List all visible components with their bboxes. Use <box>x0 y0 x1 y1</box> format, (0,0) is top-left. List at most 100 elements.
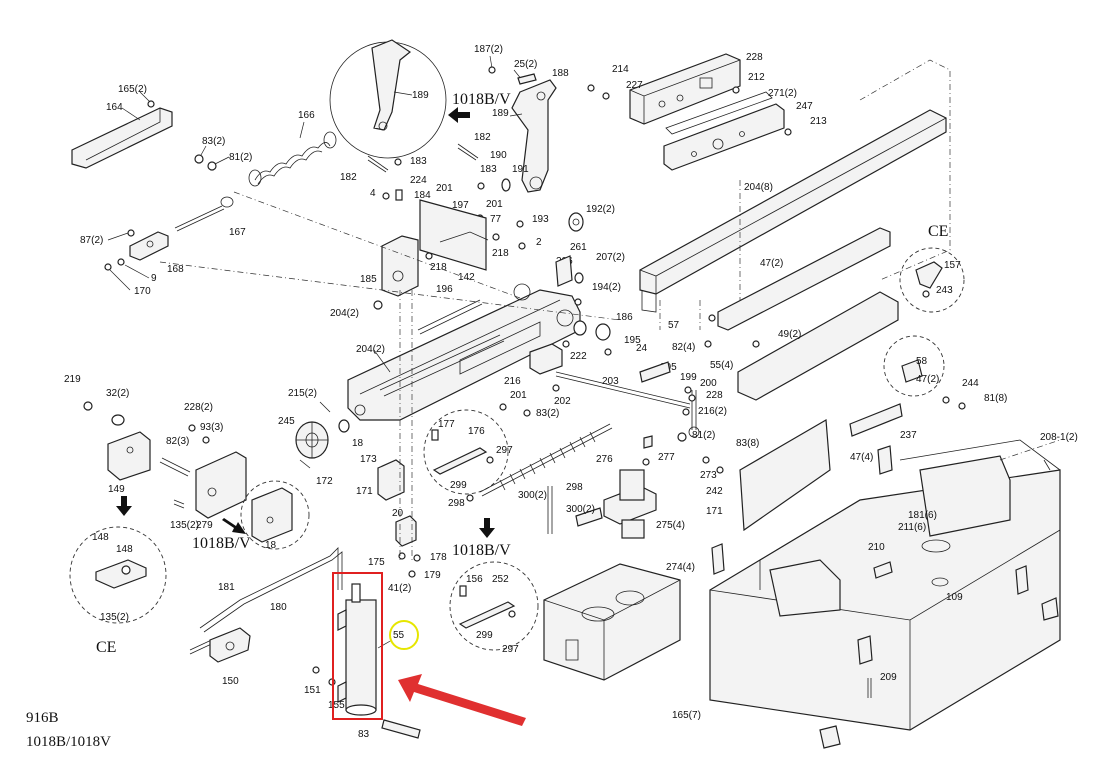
panel-213 <box>663 103 785 171</box>
model-line-2: 1018B/1018V <box>26 734 111 750</box>
callout-9: 9 <box>151 273 157 284</box>
callout-83-8: 81(8) <box>984 393 1007 404</box>
callout-300-2a: 297 <box>496 445 513 456</box>
callout-177: 173 <box>360 454 377 465</box>
variant-label-1018-top: 1018B/V <box>452 91 511 108</box>
callout-182b: 182 <box>474 132 491 143</box>
callout-58: 49(2) <box>778 329 801 340</box>
arrow-down-icon <box>116 496 132 516</box>
callout-273: 275(4) <box>656 520 685 531</box>
callout-93-3: 228(2) <box>184 402 213 413</box>
handwheel-172 <box>295 421 329 459</box>
callout-297a: 176 <box>468 426 485 437</box>
callout-299b: 156 <box>466 574 483 585</box>
callout-228-2: 32(2) <box>106 388 129 399</box>
callout-199: 203 <box>602 376 619 387</box>
callout-83: 155 <box>328 700 345 711</box>
rod-199 <box>555 371 691 409</box>
callout-82-3: 93(3) <box>200 422 223 433</box>
callout-218a: 218 <box>430 262 447 273</box>
callout-178: 20 <box>392 508 404 519</box>
callout-47-2a: 243 <box>936 285 953 296</box>
highlight-arrow-icon <box>398 674 526 726</box>
callout-204-2: 204(2) <box>330 308 359 319</box>
callout-247: 271(2) <box>768 88 797 99</box>
callout-192-2: 192(2) <box>586 204 615 215</box>
plate-197 <box>419 199 489 271</box>
bracket-205 <box>529 343 563 375</box>
foot-bracket-5 <box>1041 597 1059 621</box>
callout-276: 298 <box>566 482 583 493</box>
callout-219: 208-1(2) <box>1040 432 1078 443</box>
callout-271-2: 212 <box>748 72 765 83</box>
callout-188: 188 <box>552 68 569 79</box>
callout-149: 82(3) <box>166 436 189 447</box>
callout-201c: 216(2) <box>698 406 727 417</box>
callout-274-4: 277 <box>658 452 675 463</box>
callout-142: 142 <box>458 272 475 283</box>
bolt-277 <box>575 507 603 527</box>
model-line-1: 916B <box>26 710 59 726</box>
panel-210 <box>739 419 831 532</box>
base-cabinet-208 <box>709 439 1061 731</box>
pin-252 <box>381 719 421 739</box>
callout-41-2: 175 <box>368 557 385 568</box>
callout-150: 181 <box>218 582 235 593</box>
guard-cover-164 <box>71 100 173 169</box>
block-185 <box>381 235 419 297</box>
washer-group-83-81 <box>194 154 217 171</box>
callout-170: 170 <box>134 286 151 297</box>
leadscrew-175 <box>479 423 613 497</box>
strip-237 <box>849 403 903 437</box>
callout-261: 261 <box>570 242 587 253</box>
callout-216-2: 202 <box>554 396 571 407</box>
callout-20: 298 <box>448 498 465 509</box>
callout-81-8: 244 <box>962 378 979 389</box>
variant-label-ce-right: CE <box>928 223 948 240</box>
callout-47-2b: 58 <box>916 356 928 367</box>
callout-156: 55 <box>393 630 405 641</box>
callout-181a: 41(2) <box>388 583 411 594</box>
callout-81-2a: 81(2) <box>229 152 252 163</box>
callout-208-2-2: 109 <box>946 592 963 603</box>
spring-166 <box>248 131 337 187</box>
variant-label-ce-left: CE <box>96 639 116 656</box>
detail-circle-244 <box>883 335 945 397</box>
callout-186: 204(2) <box>356 344 385 355</box>
callout-157: 204(8) <box>744 182 773 193</box>
variant-label-1018-left: 1018B/V <box>192 535 251 552</box>
detail-circle-148 <box>240 480 310 550</box>
block-178 <box>395 515 417 547</box>
foot-bracket-4 <box>819 725 841 749</box>
callout-81-2b: 83(2) <box>536 408 559 419</box>
arrow-diag-icon <box>222 518 246 534</box>
callout-279: 149 <box>108 484 125 495</box>
rod-276 <box>547 486 553 534</box>
callout-77: 77 <box>490 214 502 225</box>
callout-57: 47(2) <box>760 258 783 269</box>
callout-196: 196 <box>436 284 453 295</box>
callout-222: 24 <box>636 343 648 354</box>
callout-244: 47(2) <box>916 374 939 385</box>
callout-252: 83 <box>358 729 370 740</box>
callout-214: 81(2) <box>692 430 715 441</box>
handle-182-left <box>367 155 389 173</box>
callout-190: 190 <box>490 150 507 161</box>
handle-182-right <box>457 143 479 161</box>
callout-189a: 189 <box>412 90 429 101</box>
callout-298b: 299 <box>476 630 493 641</box>
callout-171: 172 <box>316 476 333 487</box>
callout-184: 184 <box>414 190 431 201</box>
clamp-176 <box>377 459 405 501</box>
callout-227: 214 <box>612 64 629 75</box>
callout-24: 195 <box>624 335 641 346</box>
callout-183b: 183 <box>480 164 497 175</box>
callout-194-2: 194(2) <box>592 282 621 293</box>
callout-202: 228 <box>706 390 723 401</box>
callout-243: 157 <box>944 260 961 271</box>
callout-207-2: 207(2) <box>596 252 625 263</box>
callout-55-4: 82(4) <box>672 342 695 353</box>
callout-175: 300(2) <box>518 490 547 501</box>
callout-211-6: 242 <box>706 486 723 497</box>
callout-228a: 200 <box>700 378 717 389</box>
